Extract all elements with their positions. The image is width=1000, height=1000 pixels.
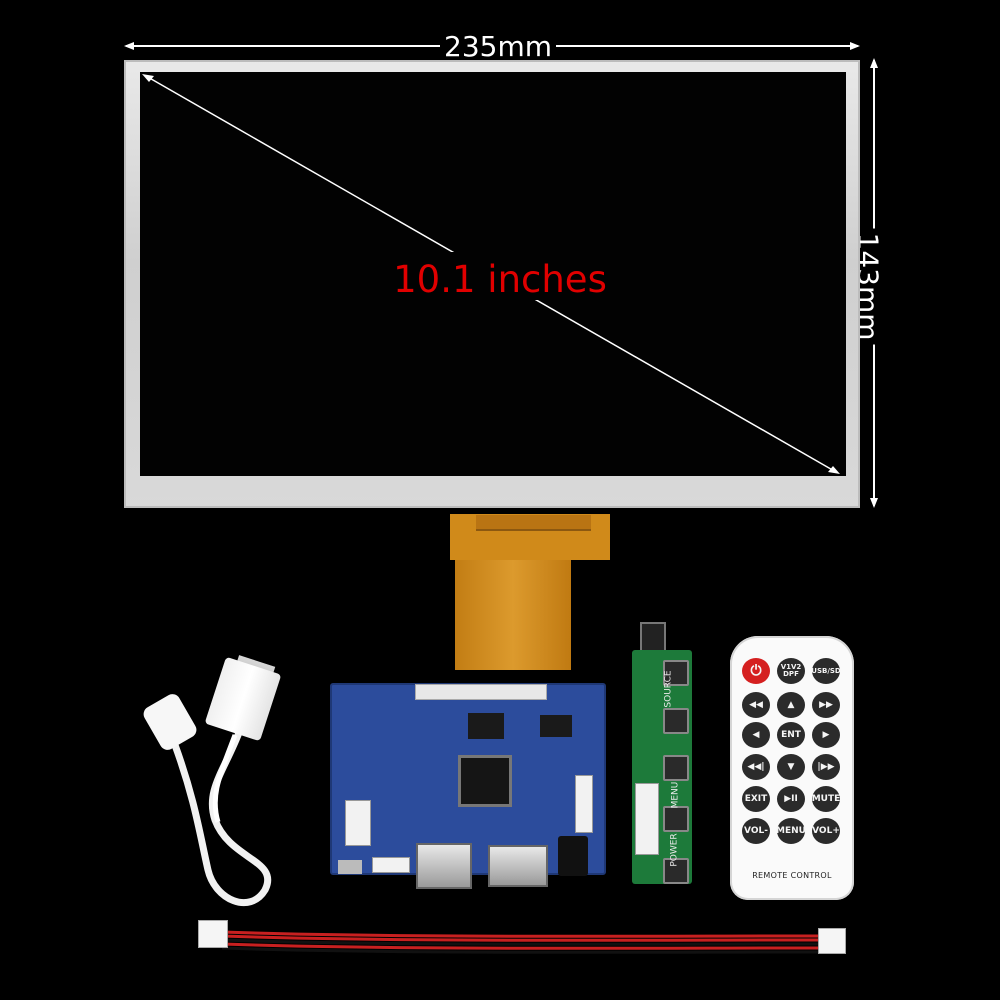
lvds-connector <box>415 684 547 700</box>
board-chip-secondary <box>468 713 504 739</box>
width-dimension-label: 235mm <box>440 30 556 63</box>
remote-fast-forward-button[interactable]: ▶▶ <box>812 692 840 718</box>
remote-play-pause-button[interactable]: ▶II <box>777 786 805 812</box>
remote-control-label: REMOTE CONTROL <box>752 871 832 880</box>
fpc-ribbon <box>455 560 571 670</box>
audio-jack <box>558 836 588 876</box>
jst-connector <box>372 857 410 873</box>
remote-up-button[interactable]: ▲ <box>777 692 805 718</box>
diagonal-size-label: 10.1 inches <box>393 258 607 301</box>
remote-exit-button[interactable]: EXIT <box>742 786 770 812</box>
cable-connector-left <box>198 920 228 948</box>
usb-port <box>488 845 548 887</box>
remote-volume-down-button[interactable]: VOL- <box>742 818 770 844</box>
remote-rewind-button[interactable]: ◀◀ <box>742 692 770 718</box>
remote-volume-up-button[interactable]: VOL+ <box>812 818 840 844</box>
hdmi-port <box>416 843 472 889</box>
remote-right-button[interactable]: ▶ <box>812 722 840 748</box>
remote-left-button[interactable]: ◀ <box>742 722 770 748</box>
fpc-ribbon-tab <box>476 515 591 531</box>
remote-power-button[interactable]: ⏻ <box>742 658 770 684</box>
key-board-connector <box>635 783 659 855</box>
remote-mute-button[interactable]: MUTE <box>812 786 840 812</box>
power-connector <box>345 800 371 846</box>
keyboard-connector <box>575 775 593 833</box>
board-chip-tertiary <box>540 715 572 737</box>
key-button <box>663 755 689 781</box>
remote-menu-button[interactable]: MENU <box>776 818 806 844</box>
micro-usb-port <box>338 860 362 874</box>
remote-previous-button[interactable]: ◀◀| <box>742 754 770 780</box>
remote-next-button[interactable]: |▶▶ <box>812 754 840 780</box>
key-button <box>663 660 689 686</box>
key-button <box>663 806 689 832</box>
remote-usb-sd-button[interactable]: USB/SD <box>811 658 841 684</box>
cable-connector-right <box>818 928 846 954</box>
remote-v1v2-dpf-button[interactable]: V1V2 DPF <box>777 658 805 684</box>
key-button <box>663 708 689 734</box>
remote-ent-button[interactable]: ENT <box>777 722 805 748</box>
board-main-chip <box>458 755 512 807</box>
remote-down-button[interactable]: ▼ <box>777 754 805 780</box>
key-button <box>663 858 689 884</box>
